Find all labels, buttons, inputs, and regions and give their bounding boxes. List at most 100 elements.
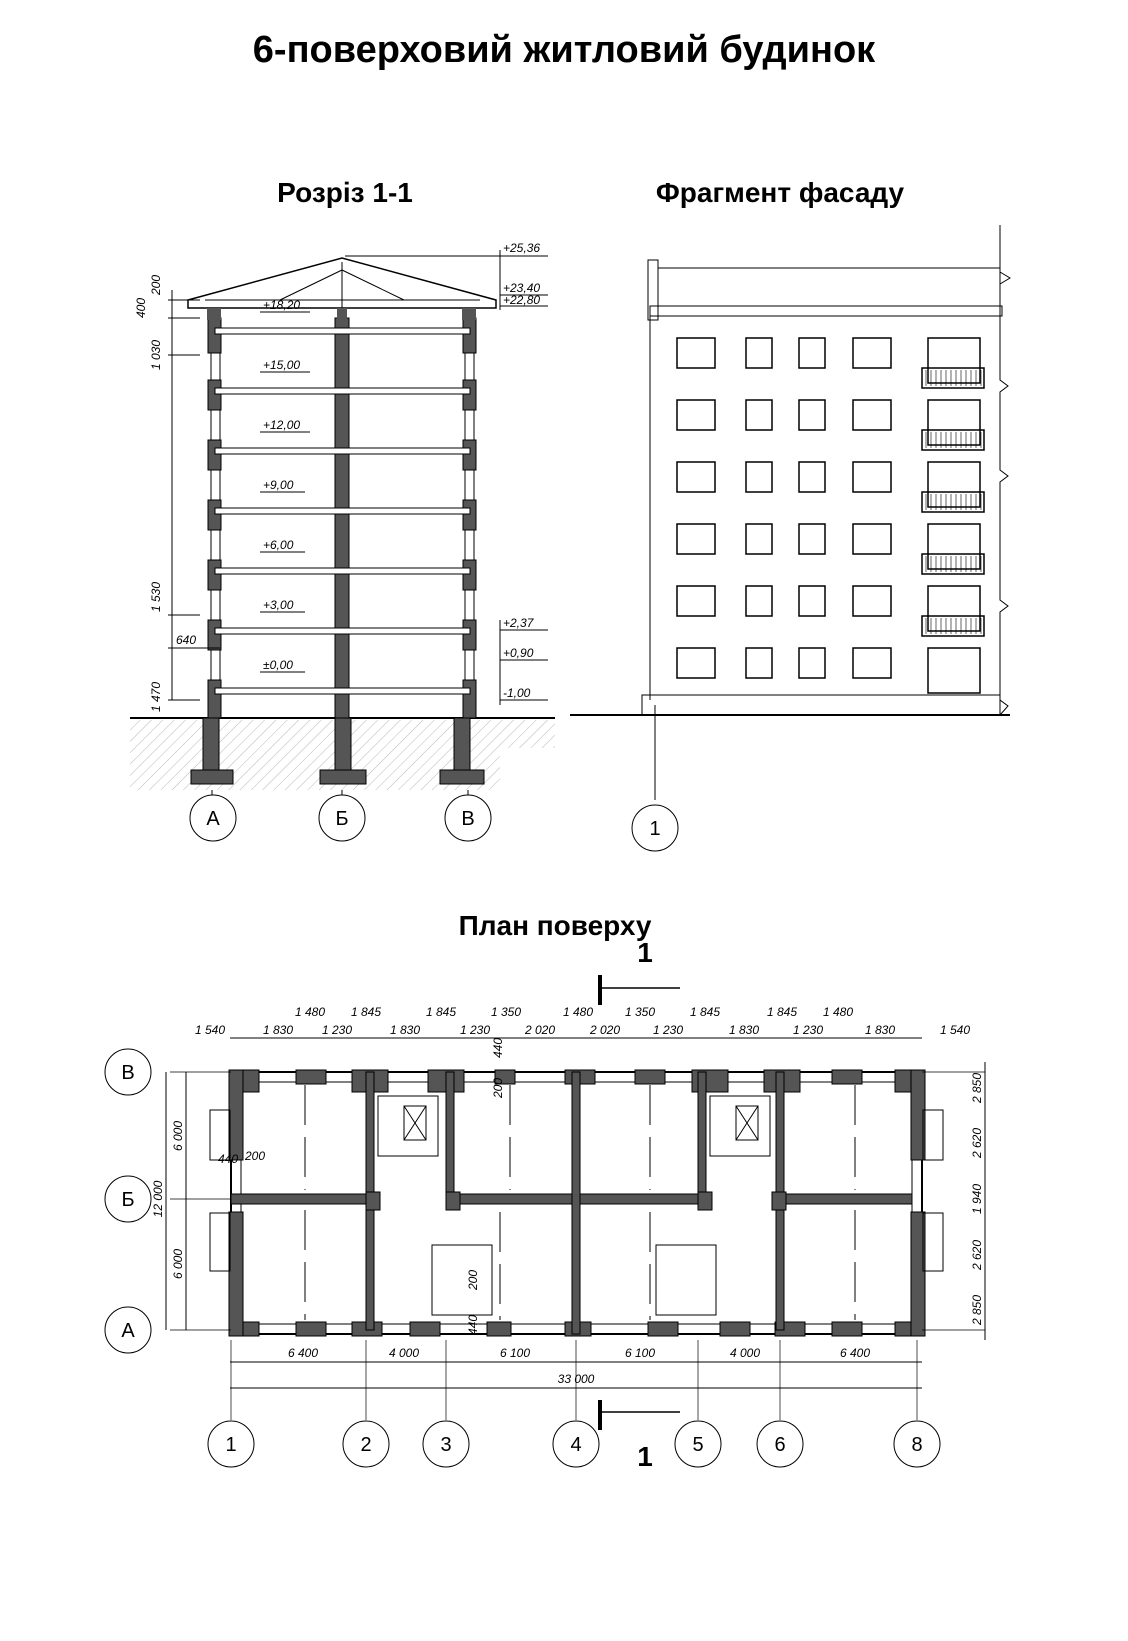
cut-label-top: 1 [637,937,653,968]
plan-col-axis-bubble [422,1420,470,1468]
plan-col-axis-label: 5 [692,1434,703,1456]
plan-dim-top-upper: 1 480 [823,1005,853,1019]
plan-dim-top-upper: 1 845 [767,1005,797,1019]
facade-balcony-door [927,647,981,694]
cut-label-bottom: 1 [637,1441,653,1472]
plan-drawing: 1 1 [165,937,986,1472]
plan-row-axis-bubble [104,1048,152,1096]
facade-balcony-door [927,523,981,570]
facade-window [745,337,773,369]
plan-col-axis-bubble [756,1420,804,1468]
facade-window [798,647,826,679]
plan-dim-top-lower: 1 830 [729,1023,759,1037]
plan-dim-top-lower: 1 230 [460,1023,490,1037]
plan-col-axis-label: 1 [225,1434,236,1456]
plan-dim-top-upper: 1 480 [295,1005,325,1019]
facade-window [852,337,892,369]
plan-dim-inner: 440 [466,1315,480,1335]
facade-window [676,647,716,679]
plan-col-axis-label: 3 [440,1434,451,1456]
axis-label-b: Б [335,808,348,830]
axis-label-a: А [206,808,220,830]
facade-window [798,399,826,431]
plan-dim-right: 1 940 [970,1184,984,1214]
axis-label-v: В [461,808,474,830]
plan-row-axis-bubble [104,1306,152,1354]
plan-row-axis-bubble [104,1175,152,1223]
facade-axis-label: 1 [649,818,660,840]
plan-col-axis-bubble [207,1420,255,1468]
plan-dim-top-lower: 1 830 [390,1023,420,1037]
facade-window [745,585,773,617]
level-mark: -1,00 [503,686,531,700]
plan-dim-top-upper: 1 845 [690,1005,720,1019]
level-mark: +0,90 [503,646,534,660]
plan-dim-inner: 200 [491,1078,505,1099]
plan-dim-bottom: 6 100 [625,1346,655,1360]
section-dim-640: 640 [176,633,196,647]
section-title: Розріз 1-1 [277,177,413,208]
plan-dim-bottom: 4 000 [730,1346,760,1360]
facade-window [676,461,716,493]
facade-window [676,523,716,555]
facade-balcony-door [927,337,981,384]
level-mark: +6,00 [263,538,294,552]
facade-window [798,461,826,493]
plan-dim-inner: 200 [244,1149,265,1163]
facade-window [745,523,773,555]
plan-dim-top-upper: 1 845 [426,1005,456,1019]
facade-drawing [570,225,1011,852]
plan-dim-top-lower: 1 230 [793,1023,823,1037]
plan-dim-top-lower: 1 230 [653,1023,683,1037]
plan-dim-right: 2 620 [970,1240,984,1271]
plan-dim-top-lower: 2 020 [524,1023,555,1037]
plan-col-axis-label: 4 [570,1434,581,1456]
facade-window [798,585,826,617]
plan-dim-left: 12 000 [151,1180,165,1217]
facade-window [852,461,892,493]
plan-dim-top-lower: 1 830 [263,1023,293,1037]
facade-balcony-door [927,585,981,632]
main-title: 6-поверховий житловий будинок [253,29,876,71]
level-mark: +9,00 [263,478,294,492]
level-mark: +3,00 [263,598,294,612]
plan-row-axis-label: Б [121,1189,134,1211]
plan-dim-top-lower: 1 540 [195,1023,225,1037]
plan-dim-top-lower: 1 540 [940,1023,970,1037]
plan-dim-top-upper: 1 845 [351,1005,381,1019]
level-mark: +22,80 [503,293,540,307]
facade-window [798,523,826,555]
plan-dim-inner: 440 [218,1152,238,1166]
plan-col-axis-bubble [674,1420,722,1468]
level-mark: +2,37 [503,616,535,630]
plan-dim-left: 6 000 [171,1249,185,1279]
plan-dim-top-upper: 1 350 [625,1005,655,1019]
facade-window [745,647,773,679]
facade-window [798,337,826,369]
section-dim-1530: 1 530 [149,582,163,612]
facade-window [852,399,892,431]
facade-window [676,337,716,369]
plan-dim-right: 2 850 [970,1295,984,1326]
plan-dim-inner: 440 [491,1038,505,1058]
plan-dim-bottom: 6 400 [840,1346,870,1360]
facade-title: Фрагмент фасаду [656,177,905,208]
facade-window [676,399,716,431]
plan-dim-top-lower: 1 830 [865,1023,895,1037]
plan-dim-left: 6 000 [171,1121,185,1151]
facade-balcony [921,491,985,513]
plan-dim-bottom: 4 000 [389,1346,419,1360]
plan-col-axis-label: 8 [911,1434,922,1456]
plan-title: План поверху [459,910,652,941]
level-mark: +15,00 [263,358,300,372]
facade-balcony-door [927,399,981,446]
facade-balcony [921,553,985,575]
plan-col-axis-label: 6 [774,1434,785,1456]
level-mark: ±0,00 [263,658,293,672]
facade-balcony [921,429,985,451]
section-dim-200: 200 [149,275,163,296]
facade-balcony [921,615,985,637]
plan-dim-top-upper: 1 480 [563,1005,593,1019]
